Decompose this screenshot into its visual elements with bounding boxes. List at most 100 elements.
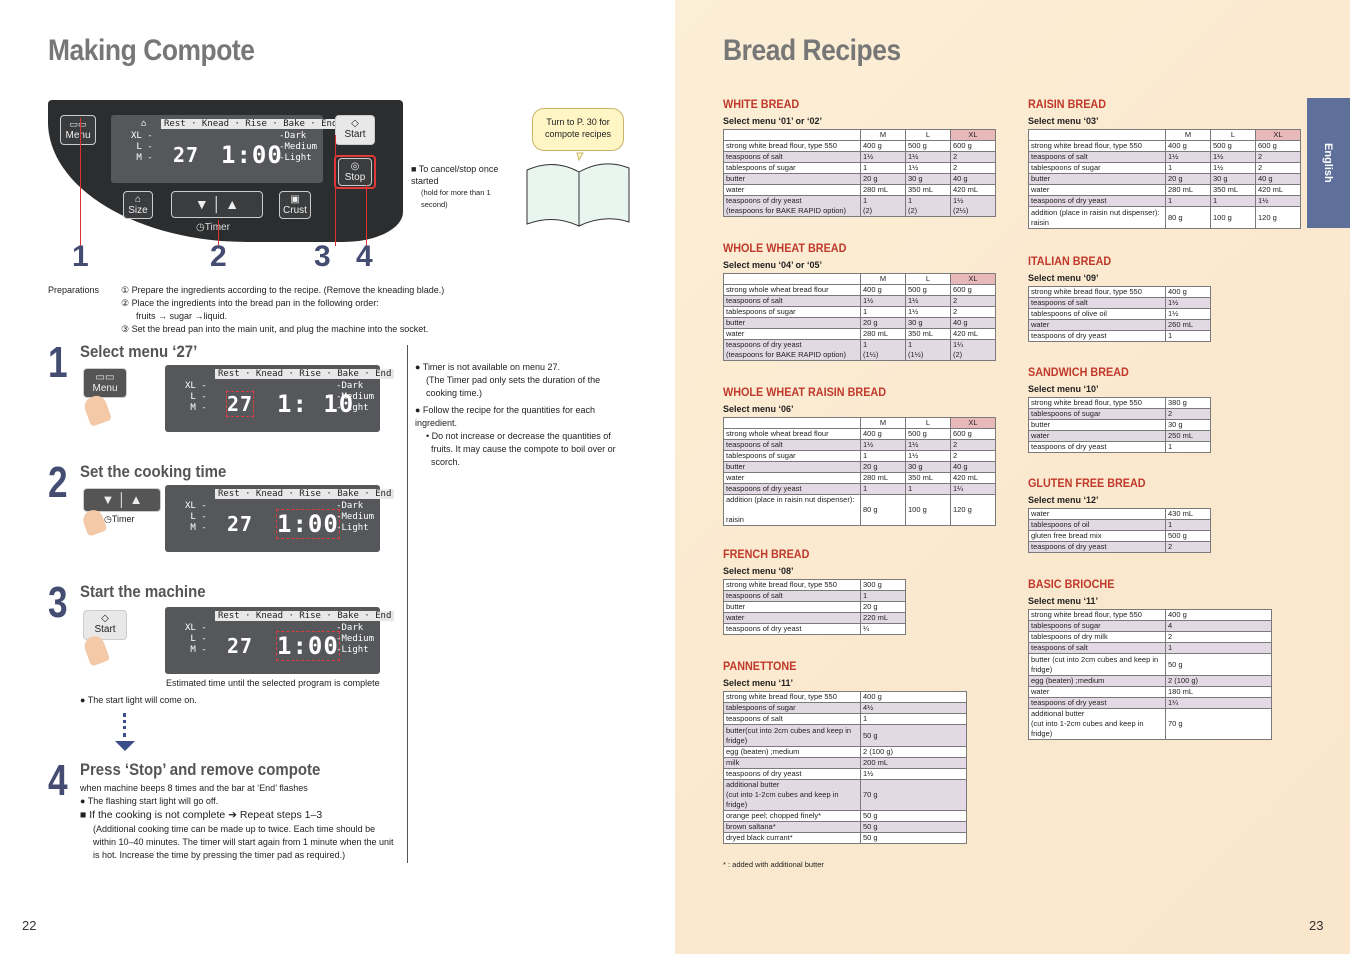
table-row: addition (place in raisin nut dispenser)… bbox=[1028, 206, 1301, 229]
crust-button[interactable]: ▣ Crust bbox=[279, 191, 311, 219]
ingredient-cell: teaspoons of dry yeast bbox=[723, 768, 861, 780]
quantity-cell: 1½ (2½) bbox=[950, 195, 996, 217]
ingredient-cell: strong white bread flour, type 550 bbox=[1028, 609, 1166, 621]
timer-pad[interactable]: ▼ │ ▲ bbox=[171, 191, 263, 218]
stop-button[interactable]: ◎ Stop bbox=[338, 158, 372, 186]
quantity-cell: 600 g bbox=[950, 140, 996, 152]
ingredient-cell: butter bbox=[723, 173, 861, 185]
ingredient-cell: teaspoons of dry yeast bbox=[1028, 195, 1166, 207]
ingredient-cell: tablespoons of sugar bbox=[723, 162, 861, 174]
quantity-cell: 400 g bbox=[1165, 286, 1211, 298]
ingredient-cell: teaspoons of salt bbox=[1028, 151, 1166, 163]
quantity-cell: 350 mL bbox=[905, 472, 951, 484]
quantity-cell: 1½ bbox=[1210, 162, 1256, 174]
ingredient-cell: tablespoons of dry milk bbox=[1028, 631, 1166, 643]
table-row: teaspoons of dry yeast (teaspoons for BA… bbox=[723, 339, 996, 361]
quantity-cell: 20 g bbox=[860, 173, 906, 185]
start-button-illustration: ◇Start bbox=[83, 610, 127, 640]
quantity-cell: 400 g bbox=[860, 284, 906, 296]
start-light-note: ● The start light will come on. bbox=[80, 695, 197, 705]
quantity-cell: 100 g bbox=[1210, 206, 1256, 229]
quantity-cell: 1 bbox=[1165, 642, 1272, 654]
ingredient-cell: strong white bread flour, type 550 bbox=[1028, 140, 1166, 152]
start-button[interactable]: ◇ Start bbox=[335, 115, 375, 145]
step-4-text: when machine beeps 8 times and the bar a… bbox=[80, 783, 394, 860]
ingredient-cell: water bbox=[1028, 319, 1166, 331]
ingredient-cell: strong white bread flour, type 550 bbox=[723, 579, 861, 591]
quantity-cell: 350 mL bbox=[1210, 184, 1256, 196]
quantity-cell: 1 bbox=[1165, 330, 1211, 342]
quantity-cell: 2 bbox=[950, 295, 996, 307]
left-page: Making Compote ▭▭ Menu Rest · Knead · Ri… bbox=[22, 34, 630, 933]
lcd-crusts: -Dark-Medium-Light bbox=[279, 131, 317, 163]
callout-4: 4 bbox=[356, 240, 373, 273]
recipe-menu: Select menu ‘01’ or ‘02’ bbox=[723, 116, 823, 126]
menu-button[interactable]: ▭▭ Menu bbox=[60, 115, 96, 145]
quantity-cell: 2 bbox=[950, 306, 996, 318]
quantity-cell: 1 bbox=[1165, 441, 1211, 453]
ingredient-cell: water bbox=[1028, 686, 1166, 698]
quantity-cell: 50 g bbox=[860, 810, 967, 822]
quantity-cell: 1½ bbox=[905, 450, 951, 462]
quantity-cell: 1½ bbox=[905, 306, 951, 318]
quantity-cell: 1 (1½) bbox=[905, 339, 951, 361]
quantity-cell: 4½ bbox=[860, 702, 967, 714]
lcd-program-bar: Rest · Knead · Rise · Bake · End bbox=[161, 119, 341, 129]
ingredient-cell: teaspoons of salt bbox=[723, 439, 861, 451]
ingredient-cell: butter (cut into 2cm cubes and keep in f… bbox=[1028, 653, 1166, 676]
quantity-cell: 400 g bbox=[860, 428, 906, 440]
timer-pad-illustration: ▼ │ ▲ bbox=[83, 488, 161, 512]
quantity-cell: 500 g bbox=[1210, 140, 1256, 152]
ingredient-cell: strong white bread flour, type 550 bbox=[1028, 397, 1166, 409]
quantity-cell: 40 g bbox=[1255, 173, 1301, 185]
ingredient-cell: tablespoons of olive oil bbox=[1028, 308, 1166, 320]
ingredient-cell: additional butter (cut into 1-2cm cubes … bbox=[1028, 708, 1166, 740]
stop-icon: ◎ bbox=[350, 161, 360, 172]
quantity-cell: 1 bbox=[1210, 195, 1256, 207]
table-row: butter(cut into 2cm cubes and keep in fr… bbox=[723, 724, 967, 747]
quantity-cell: 20 g bbox=[860, 601, 906, 613]
recipe-menu: Select menu ‘11’ bbox=[723, 678, 794, 688]
quantity-cell: 1 bbox=[1165, 519, 1211, 531]
quantity-cell: 120 g bbox=[950, 494, 996, 526]
preparations-label: Preparations bbox=[48, 285, 100, 295]
recipe-book-icon bbox=[526, 152, 630, 227]
book-icon: ▭▭ bbox=[95, 372, 115, 383]
quantity-cell: 500 g bbox=[905, 284, 951, 296]
size-button[interactable]: ⌂ Size bbox=[123, 191, 153, 219]
quantity-cell: 20 g bbox=[860, 461, 906, 473]
timer-label: ◷Timer bbox=[104, 514, 135, 524]
lcd-sizes: XL -L -M - bbox=[131, 131, 153, 163]
quantity-cell: 600 g bbox=[950, 428, 996, 440]
quantity-cell: 200 mL bbox=[860, 757, 967, 769]
right-page: Bread Recipes 23 * : added with addition… bbox=[675, 0, 1350, 954]
ingredient-cell: teaspoons of salt bbox=[723, 713, 861, 725]
recipe-title: WHITE BREAD bbox=[723, 97, 800, 111]
menu-label: Menu bbox=[65, 130, 91, 141]
ingredient-cell: strong whole wheat bread flour bbox=[723, 428, 861, 440]
recipe-menu: Select menu ‘06’ bbox=[723, 404, 794, 414]
